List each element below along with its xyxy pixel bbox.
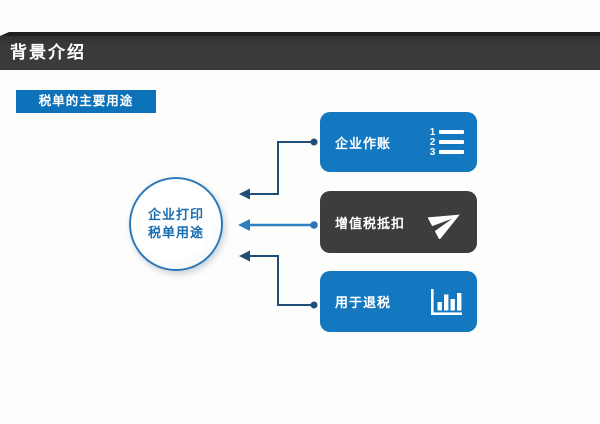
numbered-list-row: 1 [429,126,464,138]
numbered-list-icon: 1 2 3 [429,126,464,158]
use-case-card-tax-refund: 用于退税 [320,271,477,332]
hub-line1: 企业打印 [147,206,204,222]
card-label: 用于退税 [335,295,392,310]
topic-badge-label: 税单的主要用途 [38,94,134,108]
list-bar [439,149,464,155]
topic-badge: 税单的主要用途 [16,90,156,113]
hub-circle: 企业打印 税单用途 [129,177,223,271]
numbered-list-row: 3 [429,146,464,158]
list-bar [439,129,464,135]
hub-line2: 税单用途 [147,225,204,240]
bar-chart-icon [431,288,462,315]
paper-plane-icon [428,214,460,239]
list-digit: 1 [429,126,436,138]
use-case-card-vat-deduction: 增值税抵扣 [320,191,477,253]
section-title: 背景介绍 [10,43,86,62]
list-digit: 3 [429,146,436,158]
section-header-bar: 背景介绍 [0,36,600,70]
card-label: 增值税抵扣 [335,215,406,231]
numbered-list-row: 2 [429,136,464,148]
use-case-card-accounting: 企业作账 1 2 3 [320,112,477,172]
list-bar [439,139,464,145]
list-digit: 2 [429,136,436,148]
card-label: 企业作账 [335,135,392,151]
